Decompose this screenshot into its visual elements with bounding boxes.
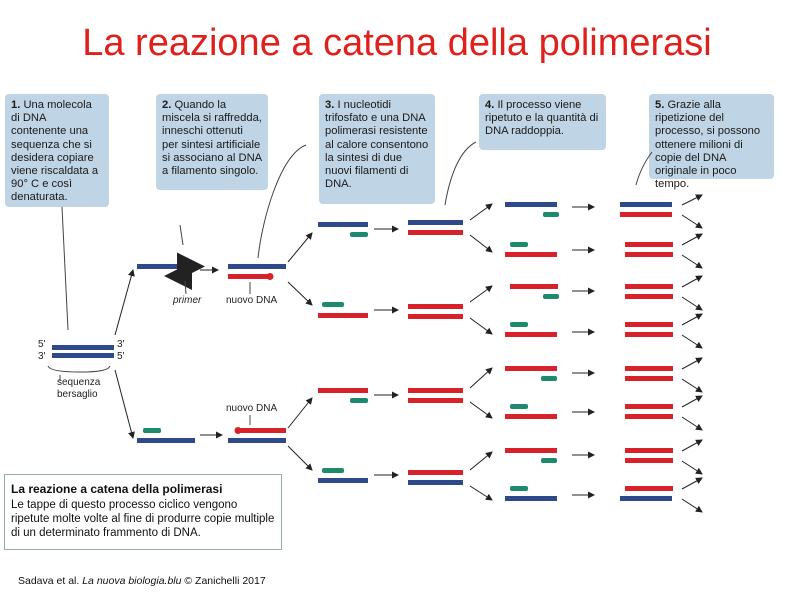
original-dna	[47, 345, 114, 373]
stage5-strands	[408, 220, 463, 485]
arrow-s3-s4-c	[287, 397, 313, 429]
callout-lines	[59, 141, 653, 381]
branch-arrow-down	[114, 369, 135, 439]
step-1-text: Una molecola di DNA contenente una seque…	[11, 99, 99, 204]
caption-title: La reazione a catena della polimerasi	[11, 482, 223, 496]
target-sequence-label-line1: sequenza	[57, 377, 101, 388]
step-4-number: 4.	[485, 99, 495, 111]
arrow-s3-s4-b	[287, 281, 313, 306]
stage3-upper	[228, 264, 286, 280]
branch-arrow-up	[114, 269, 135, 336]
step-3-number: 3.	[325, 99, 335, 111]
arrow-s3-s4-d	[287, 445, 313, 471]
source-credit: Sadava et al. La nuova biologia.blu © Za…	[18, 575, 266, 587]
page-title: La reazione a catena della polimerasi	[82, 22, 712, 64]
step-3-text: I nucleotidi trifosfato e una DNA polime…	[325, 99, 429, 191]
callout-line-5	[635, 151, 653, 186]
figure-caption: La reazione a catena della polimerasi Le…	[4, 474, 282, 550]
arrow-s3-s4-a	[287, 232, 313, 263]
step-5-box: 5. Grazie alla ripetizione del processo,…	[649, 94, 774, 190]
five-prime-label-right: 5'	[117, 351, 125, 362]
three-prime-label-right: 3'	[117, 339, 125, 350]
step-4-text: Il processo viene ripetuto e la quantità…	[485, 99, 599, 138]
step-1-box: 1. Una molecola di DNA contenente una se…	[5, 94, 109, 207]
step-1-number: 1.	[11, 99, 21, 111]
target-sequence-label-line2: bersaglio	[57, 389, 98, 400]
stage3-lower	[228, 427, 286, 443]
callout-line-4	[444, 141, 477, 206]
caption-text: Le tappe di questo processo ciclico veng…	[11, 499, 275, 539]
stage2-lower	[137, 428, 195, 443]
target-bracket	[47, 365, 111, 373]
step-5-text: Grazie alla ripetizione del processo, si…	[655, 99, 761, 191]
step-2-box: 2. Quando la miscela si raffredda, innes…	[156, 94, 268, 190]
stage7-strands	[620, 202, 673, 501]
three-prime-label-left: 3'	[38, 351, 46, 362]
credit-authors: Sadava et al.	[18, 575, 80, 587]
step-2-text: Quando la miscela si raffredda, inneschi…	[162, 99, 262, 178]
credit-publisher: © Zanichelli 2017	[184, 575, 266, 587]
outgoing-arrows	[681, 194, 703, 513]
credit-book: La nuova biologia.blu	[82, 575, 182, 587]
stage6-strands	[505, 202, 559, 501]
callout-line-2	[179, 224, 184, 246]
five-prime-label-left: 5'	[38, 339, 46, 350]
stage4-strands	[318, 222, 368, 483]
callout-line-1	[61, 206, 69, 331]
step-3-box: 3. I nucleotidi trifosfato e una DNA pol…	[319, 94, 435, 204]
step-5-number: 5.	[655, 99, 665, 111]
step-4-box: 4. Il processo viene ripetuto e la quant…	[479, 94, 606, 150]
primer-label: primer	[172, 295, 202, 306]
step-2-number: 2.	[162, 99, 172, 111]
stage2-upper	[137, 252, 205, 290]
new-dna-label-upper: nuovo DNA	[226, 295, 277, 306]
new-dna-label-lower: nuovo DNA	[226, 403, 277, 414]
callout-line-3	[257, 144, 307, 259]
